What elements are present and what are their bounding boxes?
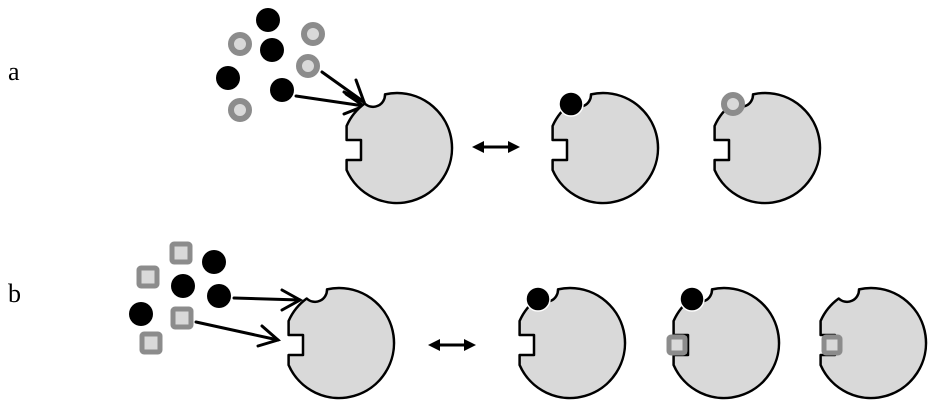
black-circle-ligand-icon [207,284,231,308]
grey-ring-ligand-icon [228,32,252,56]
binding-arrows-a [294,70,368,116]
ligand-pool-a [216,8,325,122]
black-circle-ligand-icon [525,286,551,312]
binding-arrows-b [194,288,304,348]
black-circle-ligand-icon [171,274,195,298]
arrow-icon [232,288,304,312]
grey-ring-ligand-icon [721,92,745,116]
ligand-pool-b [129,241,231,355]
panel-b: b [8,241,928,400]
arrow-icon [194,320,282,348]
grey-square-ligand-icon [139,331,163,355]
arrow-icon [320,70,367,106]
black-circle-ligand-icon [256,8,280,32]
double-arrow-icon [472,141,520,153]
enzyme-body-icon [345,91,454,205]
black-circle-ligand-icon [260,38,284,62]
enzyme-body-icon [287,286,396,400]
grey-ring-ligand-icon [296,54,320,78]
grey-ring-ligand-icon [228,98,252,122]
double-arrow-icon [428,339,476,351]
black-circle-ligand-icon [679,286,705,312]
panel-label-b: b [8,279,21,308]
grey-ring-ligand-icon [301,22,325,46]
black-circle-ligand-icon [202,250,226,274]
grey-square-ligand-icon [666,334,688,356]
black-circle-ligand-icon [216,66,240,90]
black-circle-ligand-icon [558,91,584,117]
grey-square-ligand-icon [136,265,160,289]
grey-square-ligand-icon [821,334,843,356]
grey-square-ligand-icon [170,306,194,330]
panel-a: a [8,8,822,205]
black-circle-ligand-icon [270,78,294,102]
black-circle-ligand-icon [129,302,153,326]
grey-square-ligand-icon [169,241,193,265]
panel-label-a: a [8,57,20,86]
